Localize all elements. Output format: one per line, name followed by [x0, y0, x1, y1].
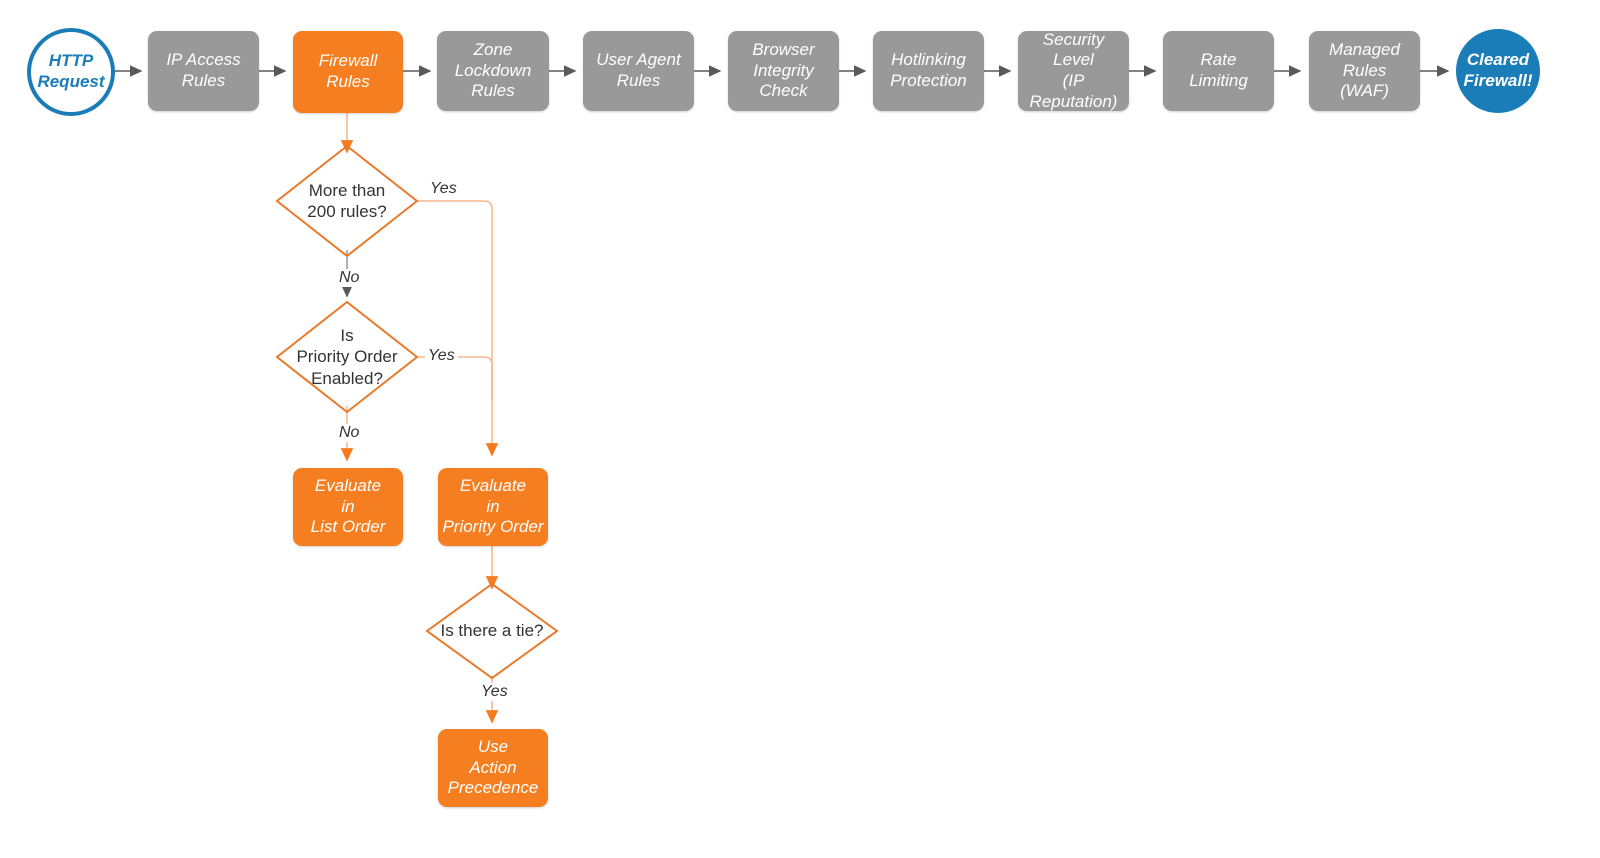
node-firewall-rules[interactable]: Firewall Rules [293, 31, 403, 113]
node-label: User Agent Rules [596, 50, 681, 90]
node-label: Security Level (IP Reputation) [1029, 29, 1118, 111]
node-label: Managed Rules (WAF) [1329, 39, 1400, 101]
node-security-level[interactable]: Security Level (IP Reputation) [1018, 29, 1129, 111]
decision-text: More than 200 rules? [307, 180, 387, 221]
edge-text: No [339, 424, 360, 441]
node-label: Firewall Rules [318, 51, 378, 91]
node-user-agent-rules[interactable]: User Agent Rules [583, 31, 694, 111]
decision-text: Is Priority Order Enabled? [296, 326, 398, 388]
decision-label-more-than-200-rules[interactable]: More than 200 rules? [277, 171, 417, 231]
node-label: HTTP Request [37, 51, 105, 91]
node-label: IP Access Rules [166, 50, 241, 90]
node-label: Browser Integrity Check [752, 39, 815, 101]
node-managed-rules-waf[interactable]: Managed Rules (WAF) [1309, 31, 1420, 111]
connector-rules-yes-to-priority-order [416, 200, 499, 457]
decision-label-is-priority-order[interactable]: Is Priority Order Enabled? [272, 323, 422, 391]
edge-text: Yes [481, 683, 508, 700]
edge-text: No [339, 269, 360, 286]
node-label: Cleared Firewall! [1463, 50, 1533, 90]
node-hotlinking-protection[interactable]: Hotlinking Protection [873, 31, 984, 111]
node-use-action-precedence[interactable]: Use Action Precedence [438, 729, 548, 807]
edge-label-priority-yes: Yes [425, 347, 458, 365]
edge-text: Yes [430, 180, 457, 197]
node-rate-limiting[interactable]: Rate Limiting [1163, 31, 1274, 111]
node-browser-integrity-check[interactable]: Browser Integrity Check [728, 31, 839, 111]
node-http-request[interactable]: HTTP Request [27, 28, 115, 116]
decision-text: Is there a tie? [440, 621, 544, 641]
decision-label-is-there-a-tie[interactable]: Is there a tie? [422, 613, 562, 649]
edge-label-tie-yes: Yes [478, 683, 511, 701]
node-evaluate-priority-order[interactable]: Evaluate in Priority Order [438, 468, 548, 546]
edge-label-rules-no: No [336, 269, 363, 287]
edge-label-rules-yes: Yes [427, 180, 460, 198]
node-label: Evaluate in Priority Order [442, 475, 544, 537]
edge-text: Yes [428, 347, 455, 364]
node-label: Evaluate in List Order [310, 475, 386, 537]
node-label: Zone Lockdown Rules [454, 39, 532, 101]
edge-label-priority-no: No [336, 424, 363, 442]
node-ip-access-rules[interactable]: IP Access Rules [148, 31, 259, 111]
node-cleared-firewall[interactable]: Cleared Firewall! [1456, 29, 1540, 113]
node-evaluate-list-order[interactable]: Evaluate in List Order [293, 468, 403, 546]
node-zone-lockdown-rules[interactable]: Zone Lockdown Rules [437, 31, 549, 111]
node-label: Hotlinking Protection [890, 50, 967, 90]
node-label: Use Action Precedence [447, 736, 539, 798]
node-label: Rate Limiting [1189, 50, 1248, 90]
